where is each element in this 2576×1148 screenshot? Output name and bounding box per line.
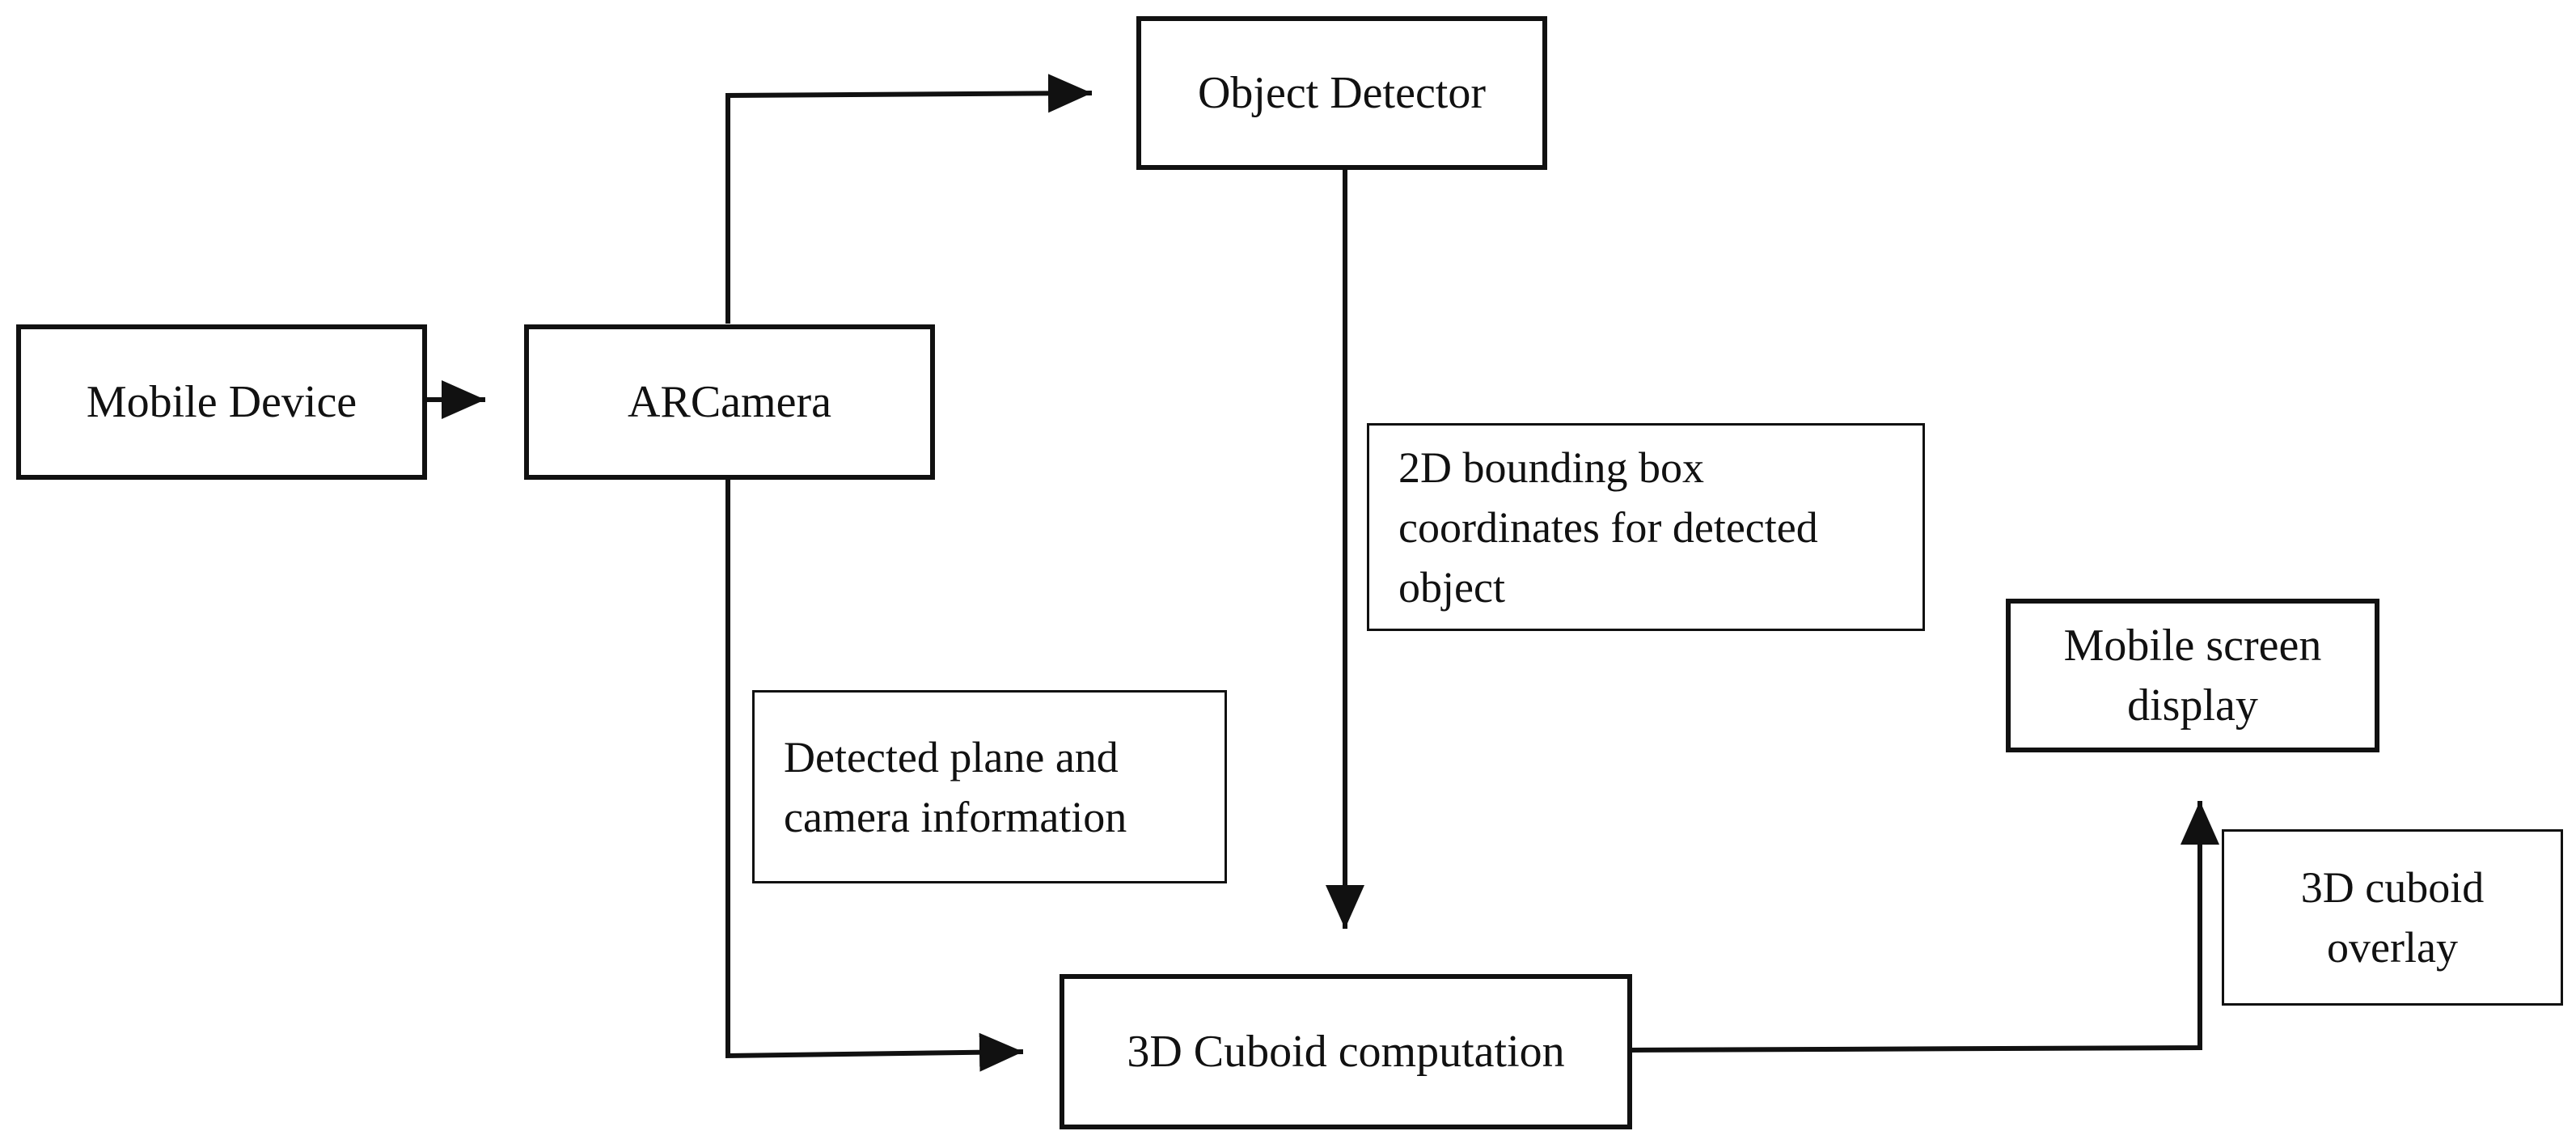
label-cuboid-overlay-text: 3D cuboid overlay: [2300, 863, 2485, 972]
label-bounding-box: 2D bounding box coordinates for detected…: [1367, 423, 1925, 631]
arrow-arcamera-to-cuboid: [725, 477, 1024, 1072]
node-mobile-screen-display: Mobile screen display: [2006, 599, 2379, 752]
node-mobile-device: Mobile Device: [16, 324, 427, 480]
node-mobile-device-label: Mobile Device: [86, 377, 357, 427]
node-cuboid-computation-label: 3D Cuboid computation: [1127, 1027, 1565, 1077]
arrow-cuboid-to-mobile-screen: [1629, 801, 2219, 1053]
node-arcamera: ARCamera: [524, 324, 935, 480]
label-plane-camera-text: Detected plane and camera information: [784, 732, 1127, 841]
node-mobile-screen-display-label: Mobile screen display: [2063, 621, 2322, 731]
node-object-detector-label: Object Detector: [1197, 68, 1487, 118]
label-bounding-box-text: 2D bounding box coordinates for detected…: [1398, 443, 1818, 612]
node-object-detector: Object Detector: [1136, 16, 1547, 170]
node-cuboid-computation: 3D Cuboid computation: [1060, 974, 1632, 1129]
arrow-arcamera-to-object-detector: [725, 74, 1093, 324]
node-arcamera-label: ARCamera: [628, 377, 831, 427]
label-plane-camera: Detected plane and camera information: [752, 690, 1227, 883]
label-cuboid-overlay: 3D cuboid overlay: [2222, 829, 2563, 1006]
